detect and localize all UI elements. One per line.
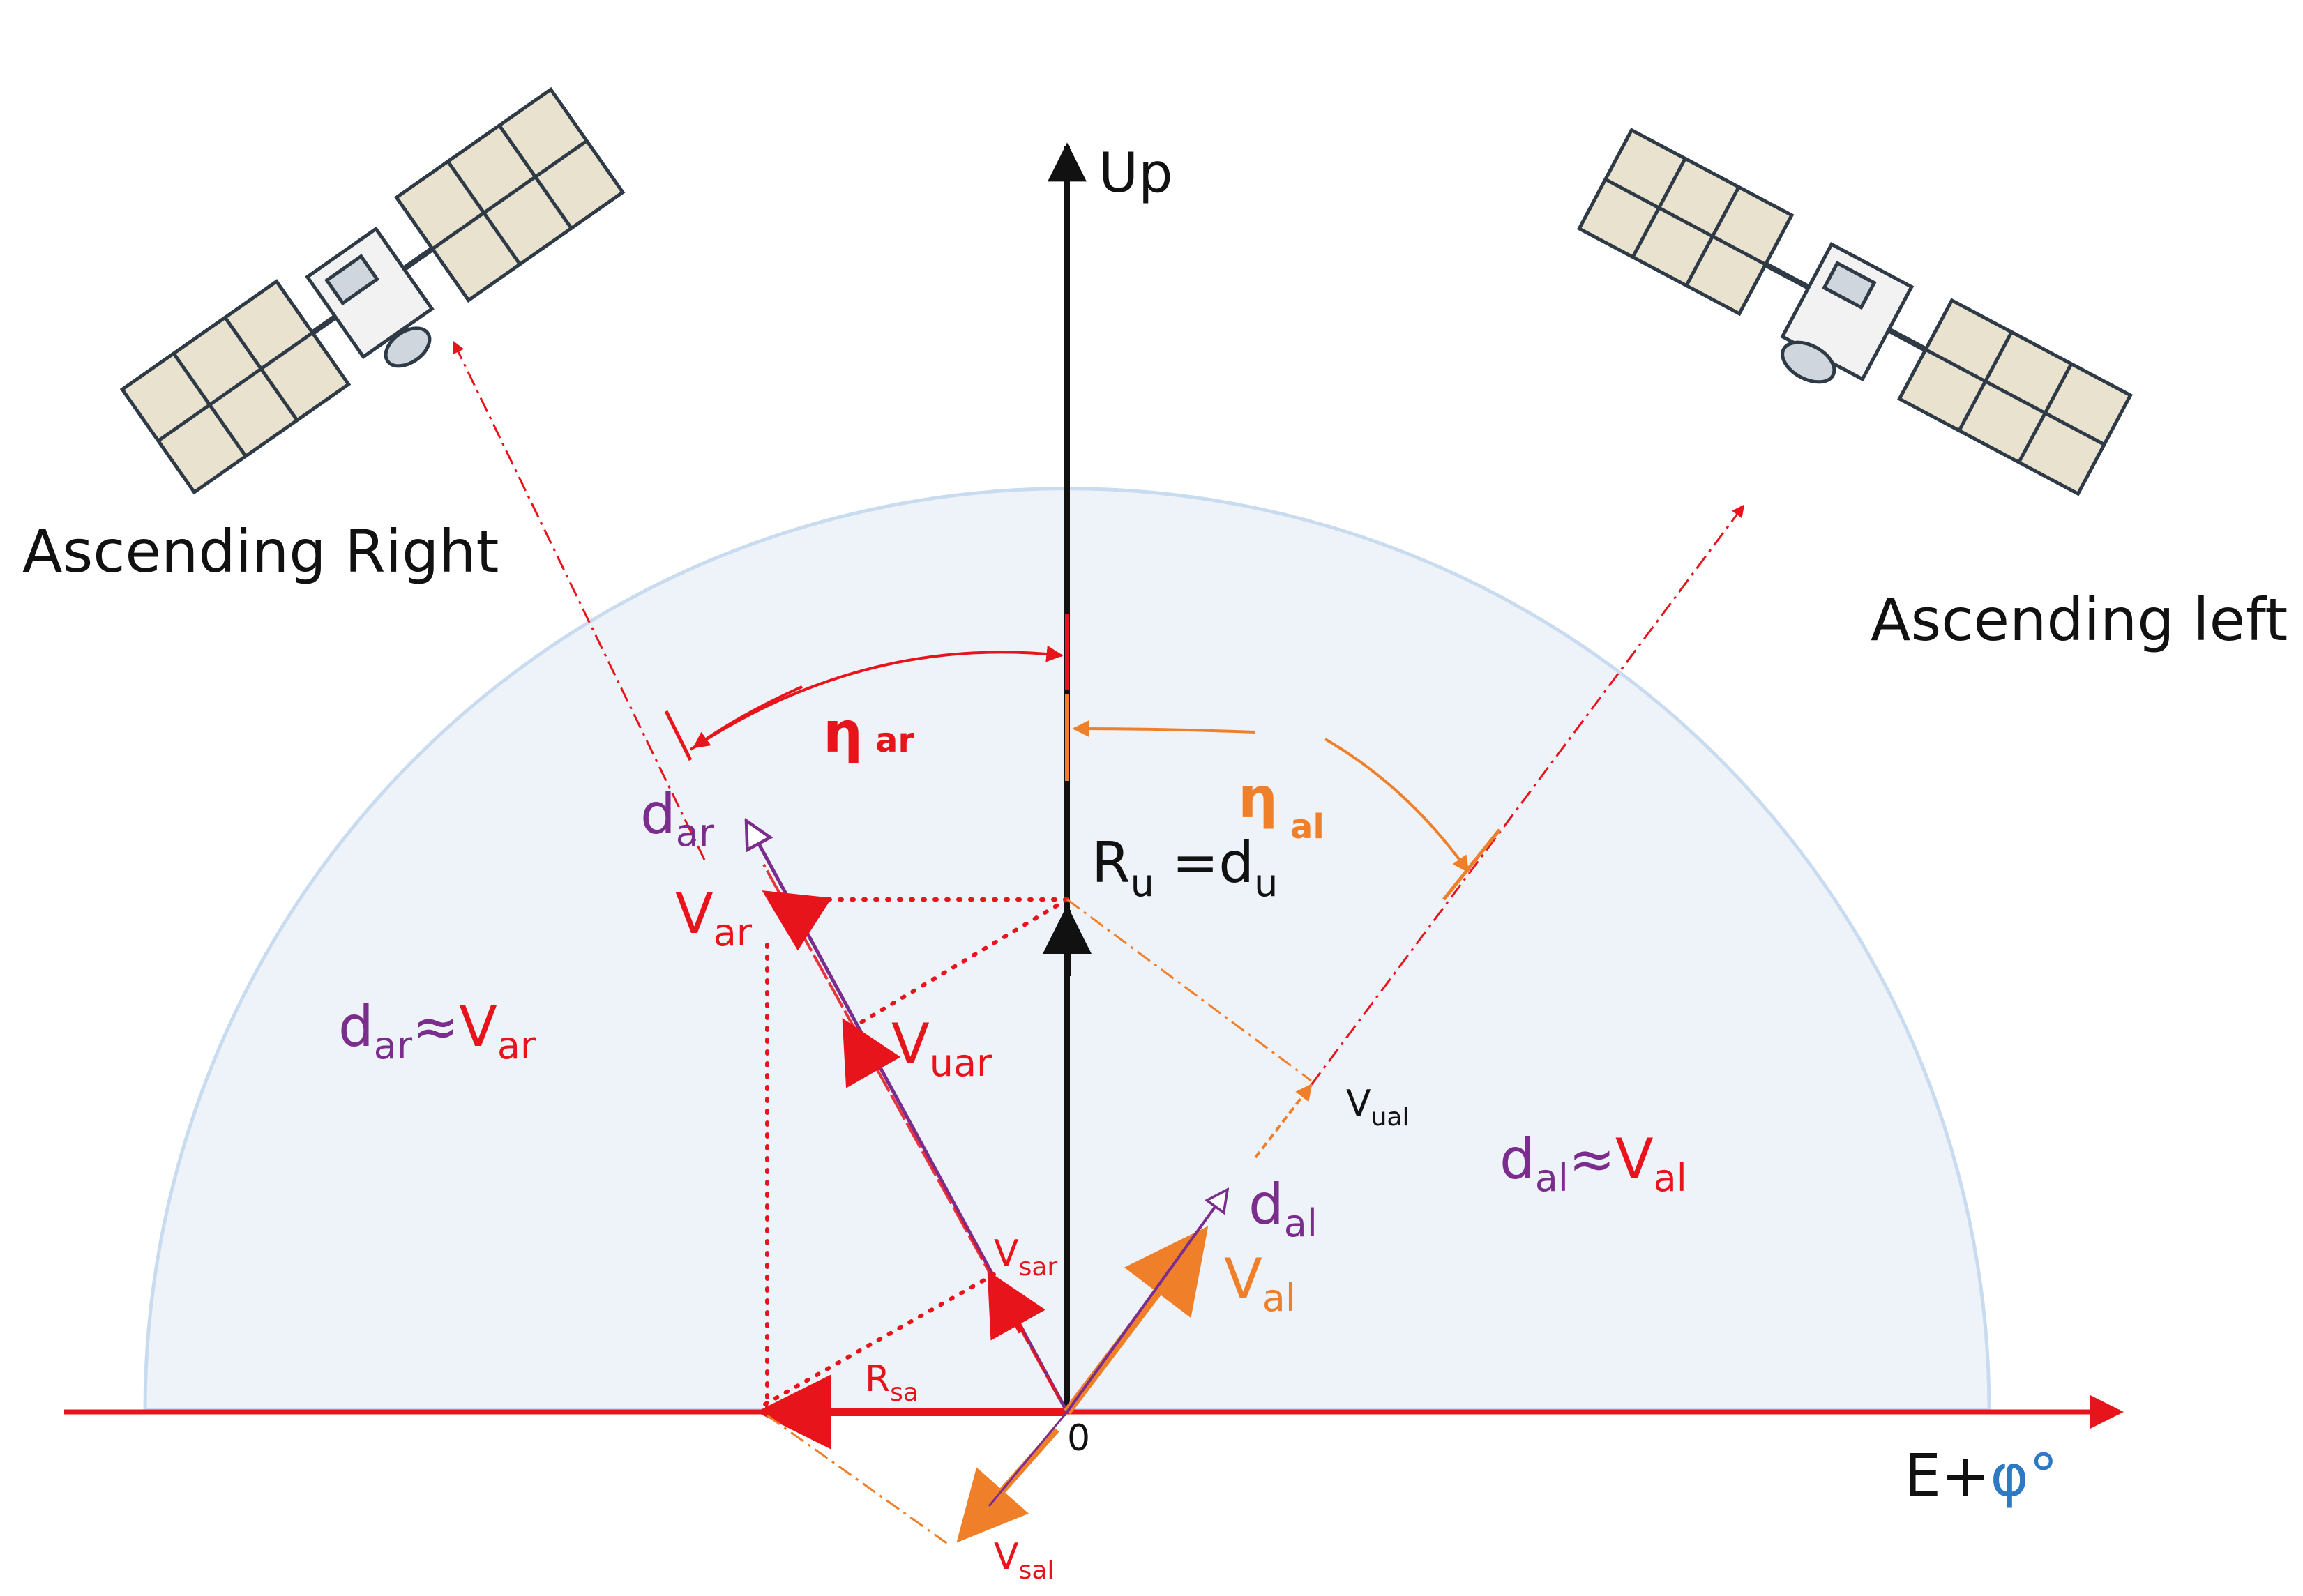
ascending-left-label: Ascending left bbox=[1871, 586, 2288, 654]
satellite-icon bbox=[119, 86, 626, 495]
satellite-icon bbox=[1576, 128, 2133, 496]
v-ual-vector bbox=[1254, 1084, 1313, 1159]
v-sal-purple-line bbox=[988, 1411, 1069, 1507]
eta-ar-tick bbox=[664, 710, 693, 761]
v-ar-head bbox=[762, 890, 832, 951]
east-axis-label: E+φ° bbox=[1904, 1441, 2058, 1510]
v-uar-arrow bbox=[842, 1018, 901, 1088]
v-sar-arrow bbox=[987, 1270, 1045, 1341]
v-uar-label: Vuar bbox=[891, 1012, 992, 1085]
al-construction-lines bbox=[767, 898, 1312, 1546]
v-sal-label: Vsal bbox=[994, 1536, 1054, 1585]
v-ar-label: Var bbox=[675, 881, 753, 955]
eta-al-arc-start bbox=[1072, 720, 1256, 738]
d-ar-approx-v-ar-label: dar≈Var bbox=[338, 994, 536, 1067]
ar-construction-lines bbox=[762, 897, 1069, 1411]
al-look-direction bbox=[1310, 504, 1745, 1086]
eta-ar-arc bbox=[689, 645, 1064, 751]
up-label: Up bbox=[1098, 142, 1173, 205]
eta-ar-arc-start bbox=[693, 685, 803, 749]
eta-al-arc bbox=[1324, 738, 1470, 873]
d-ar-label: dar bbox=[640, 782, 715, 855]
d-al-vector bbox=[1066, 1190, 1228, 1413]
v-sar-label: Vsar bbox=[994, 1233, 1057, 1282]
ru-du-label: Ru =du bbox=[1092, 830, 1278, 905]
origin-label: 0 bbox=[1067, 1418, 1090, 1459]
ascending-right-label: Ascending Right bbox=[22, 517, 499, 586]
d-al-label: dal bbox=[1248, 1172, 1317, 1245]
ar-look-direction bbox=[452, 340, 706, 860]
v-ual-label: Vual bbox=[1346, 1083, 1409, 1132]
eta-al-tick bbox=[1442, 828, 1501, 901]
r-sa-label: Rsa bbox=[865, 1358, 919, 1407]
d-al-approx-v-al-label: dal≈Val bbox=[1500, 1127, 1687, 1200]
v-al-label: Val bbox=[1224, 1247, 1296, 1320]
